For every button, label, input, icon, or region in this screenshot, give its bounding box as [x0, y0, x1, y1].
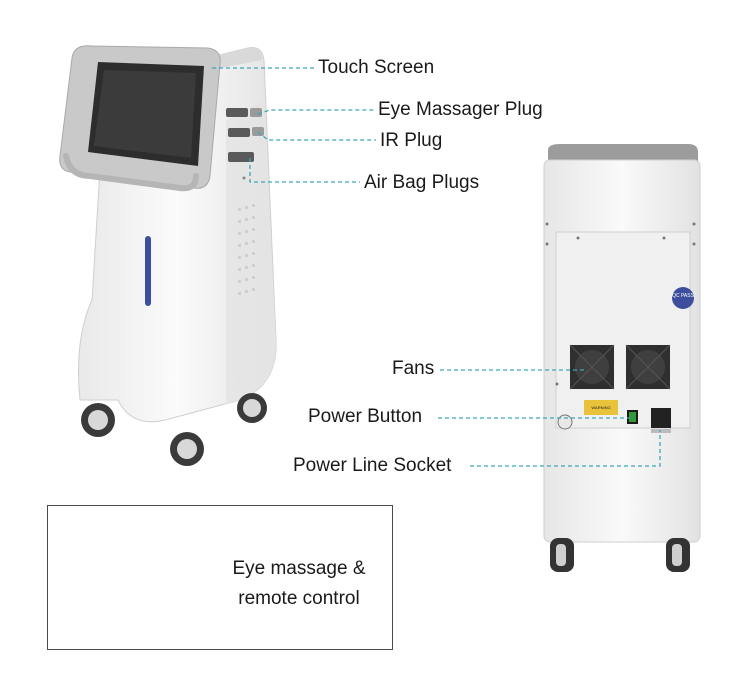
front-wheels [81, 393, 267, 466]
inset-caption: Eye massage & remote control [224, 554, 374, 614]
handle [63, 153, 199, 192]
label-touch-screen: Touch Screen [318, 57, 435, 78]
warning-text: WARNING [591, 405, 610, 410]
label-power-button: Power Button [308, 406, 423, 427]
front-device [59, 45, 277, 466]
label-eye-massager-plug: Eye Massager Plug [378, 99, 543, 120]
accent-strip [145, 236, 151, 306]
back-panel [555, 231, 691, 429]
back-device: QC PASS WARNING [543, 144, 701, 572]
label-air-bag-plugs: Air Bag Plugs [364, 172, 480, 193]
qc-text: QC PASS [672, 293, 695, 299]
plug-ports [226, 108, 264, 180]
leader-lines [212, 67, 661, 467]
fan-right [625, 344, 671, 390]
power-socket [651, 408, 671, 428]
label-power-line-socket: Power Line Socket [293, 455, 452, 476]
inset-caption-line2: remote control [238, 588, 360, 609]
screen-glass [94, 70, 196, 158]
accessories-inset [47, 505, 393, 650]
warning-label [584, 400, 618, 415]
inset-caption-line1: Eye massage & [232, 558, 366, 579]
fan-left [569, 344, 615, 390]
back-wheels [550, 538, 690, 572]
cabinet-side [226, 100, 277, 404]
label-ir-plug: IR Plug [380, 130, 443, 151]
label-fans: Fans [392, 358, 435, 379]
qc-badge [672, 287, 694, 309]
side-vents [238, 204, 255, 295]
